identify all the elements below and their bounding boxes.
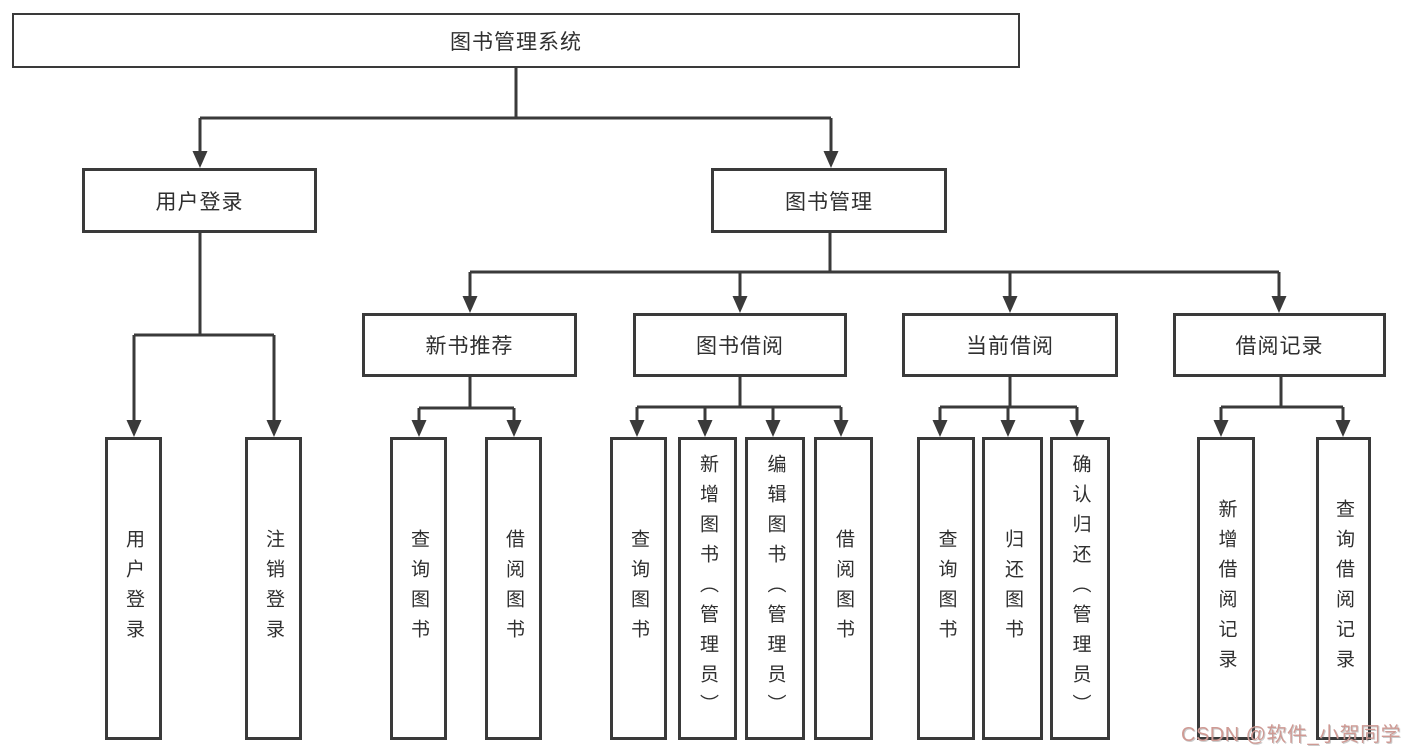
node-library-management-system: 图书管理系统 [12, 13, 1020, 68]
leaf-query-books-recommend: 查询图书 [390, 437, 447, 740]
node-current-borrowing: 当前借阅 [902, 313, 1118, 377]
leaf-label: 查询图书 [408, 528, 429, 649]
leaf-label: 查询图书 [935, 528, 957, 649]
node-user-login: 用户登录 [82, 168, 317, 233]
leaf-label: 确认归还（管理员） [1069, 453, 1091, 724]
node-book-borrowing: 图书借阅 [633, 313, 847, 377]
leaf-add-books-admin: 新增图书（管理员） [678, 437, 737, 740]
node-label: 图书管理 [785, 190, 873, 214]
leaf-label: 借阅图书 [503, 528, 524, 649]
leaf-edit-books-admin: 编辑图书（管理员） [745, 437, 805, 740]
leaf-label: 新增借阅记录 [1215, 498, 1237, 679]
leaf-label: 查询借阅记录 [1333, 498, 1354, 679]
node-label: 借阅记录 [1235, 335, 1324, 358]
leaf-label: 归还图书 [1002, 528, 1023, 649]
node-label: 用户登录 [155, 190, 244, 214]
leaf-borrow-books-borrowing: 借阅图书 [814, 437, 873, 740]
leaf-query-books-current: 查询图书 [917, 437, 975, 740]
leaf-query-books-borrowing: 查询图书 [610, 437, 667, 740]
leaf-label: 注销登录 [263, 528, 284, 649]
watermark: CSDN @软件_小贺同学 [1181, 724, 1402, 746]
arrowhead-icons [126, 151, 1351, 437]
leaf-label: 用户登录 [123, 528, 144, 649]
leaf-confirm-return-admin: 确认归还（管理员） [1050, 437, 1110, 740]
leaf-borrow-books-recommend: 借阅图书 [485, 437, 542, 740]
leaf-label: 借阅图书 [833, 528, 854, 649]
node-book-management: 图书管理 [711, 168, 947, 233]
leaf-user-login: 用户登录 [105, 437, 162, 740]
leaf-return-books: 归还图书 [982, 437, 1043, 740]
leaf-add-borrow-record: 新增借阅记录 [1197, 437, 1255, 740]
node-new-book-recommendation: 新书推荐 [362, 313, 577, 377]
node-label: 图书借阅 [696, 335, 784, 358]
leaf-query-borrow-record: 查询借阅记录 [1316, 437, 1371, 740]
leaf-logout: 注销登录 [245, 437, 302, 740]
node-borrowing-records: 借阅记录 [1173, 313, 1386, 377]
node-label: 当前借阅 [966, 335, 1054, 358]
node-label: 新书推荐 [425, 335, 514, 358]
node-label: 图书管理系统 [450, 30, 582, 54]
leaf-label: 新增图书（管理员） [697, 453, 718, 724]
leaf-label: 查询图书 [628, 528, 649, 649]
leaf-label: 编辑图书（管理员） [764, 453, 786, 724]
